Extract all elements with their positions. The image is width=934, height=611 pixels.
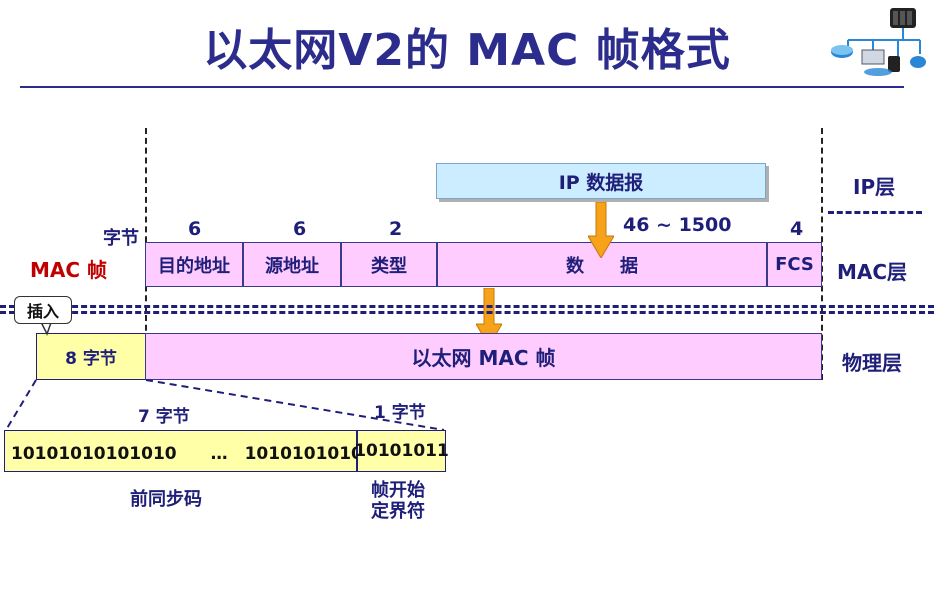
page-title: 以太网V2的 MAC 帧格式 (203, 25, 731, 76)
preamble-bits-label: 10101010101010 … 101010101010 (11, 443, 387, 464)
title-divider (20, 86, 904, 88)
bytes-unit-label: 字节 (103, 228, 139, 249)
type-label: 类型 (371, 255, 407, 277)
preamble-bits-block: 10101010101010 … 101010101010 (4, 430, 387, 472)
preamble-seq-bytes-label: 7 字节 (138, 407, 190, 427)
fcs-field: FCS (767, 242, 822, 287)
data-label: 数 据 (566, 255, 638, 277)
mac-physical-divider (0, 305, 934, 314)
src-addr-label: 源地址 (265, 255, 319, 277)
fcs-size: 4 (790, 218, 804, 240)
type-field: 类型 (341, 242, 437, 287)
preamble-name-label: 前同步码 (130, 489, 202, 510)
ip-datagram-box: IP 数据报 (436, 163, 766, 199)
src-addr-size: 6 (293, 218, 307, 240)
dest-addr-field: 目的地址 (145, 242, 243, 287)
type-size: 2 (389, 218, 403, 240)
sfd-bits-block: 10101011 (354, 430, 449, 472)
ethernet-frame-block: 以太网 MAC 帧 (145, 333, 822, 380)
data-size: 46 ~ 1500 (623, 214, 732, 236)
mac-frame-label: MAC 帧 (30, 258, 108, 282)
physical-layer-label: 物理层 (842, 351, 902, 375)
ip-layer-label: IP层 (853, 175, 896, 199)
dest-addr-size: 6 (188, 218, 202, 240)
mac-layer-label: MAC层 (837, 260, 908, 284)
ip-datagram-label: IP 数据报 (558, 171, 644, 194)
dest-addr-label: 目的地址 (158, 255, 230, 277)
frame-right-boundary (821, 128, 823, 380)
network-topology-icon (831, 8, 926, 76)
sfd-name-line1: 帧开始 (371, 480, 425, 501)
fcs-label: FCS (775, 254, 814, 275)
ip-to-data-arrow (588, 202, 614, 258)
preamble-bytes-label: 8 字节 (65, 349, 117, 369)
preamble-expansion-lines (5, 379, 445, 431)
sfd-name-line2: 定界符 (371, 501, 425, 522)
ip-mac-divider (828, 211, 922, 214)
insert-callout: 插入 (14, 296, 72, 324)
ethernet-frame-label: 以太网 MAC 帧 (411, 346, 556, 370)
preamble-block: 8 字节 (36, 333, 146, 380)
src-addr-field: 源地址 (243, 242, 341, 287)
sfd-bytes-label: 1 字节 (374, 403, 426, 423)
sfd-bits-label: 10101011 (354, 441, 449, 461)
